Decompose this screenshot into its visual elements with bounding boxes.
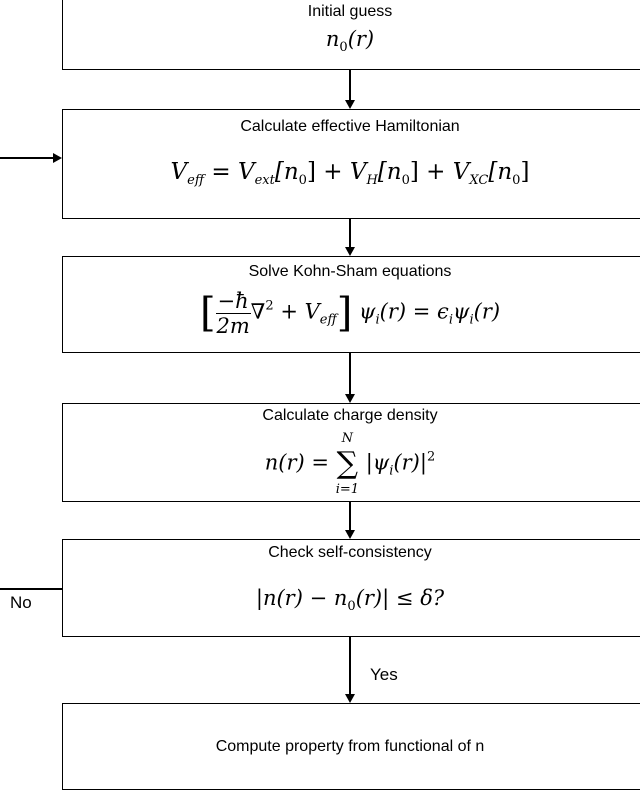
arrow-hamiltonian-to-kohn-sham [349, 219, 351, 249]
charge-density-label: Calculate charge density [262, 407, 438, 424]
kohn-sham-label: Solve Kohn-Sham equations [248, 263, 452, 280]
charge-density-box: Calculate charge density n(r) = N∑i=1 |ψ… [62, 403, 640, 502]
self-consistency-box: Check self-consistency |n(r) − n0(r)| ≤ … [62, 539, 640, 637]
arrow-initial-to-hamiltonian [349, 70, 351, 102]
no-branch-line [0, 588, 62, 590]
initial-guess-equation: n0(r) [325, 27, 375, 55]
arrow-consistency-to-compute [349, 637, 351, 695]
initial-guess-box: Initial guess n0(r) [62, 0, 640, 70]
arrow-head-icon [345, 694, 355, 703]
arrow-head-icon [53, 153, 62, 163]
self-consistency-label: Check self-consistency [268, 544, 432, 561]
hamiltonian-equation: Veff = Vext[n0] + VH[n0] + VXC[n0] [170, 159, 530, 188]
arrow-head-icon [345, 247, 355, 256]
hamiltonian-label: Calculate effective Hamiltonian [240, 118, 460, 135]
charge-density-equation: n(r) = N∑i=1 |ψi(r)|2 [264, 431, 436, 497]
compute-property-box: Compute property from functional of n [62, 703, 640, 790]
hamiltonian-box: Calculate effective Hamiltonian Veff = V… [62, 109, 640, 219]
self-consistency-equation: |n(r) − n0(r)| ≤ δ? [255, 586, 445, 614]
arrow-kohn-sham-to-charge [349, 353, 351, 395]
no-label: No [10, 593, 32, 612]
initial-guess-label: Initial guess [307, 3, 393, 20]
compute-property-label: Compute property from functional of n [215, 738, 485, 755]
arrow-head-icon [345, 100, 355, 109]
feedback-arrow-line [0, 157, 54, 159]
arrow-head-icon [345, 530, 355, 539]
arrow-charge-to-consistency [349, 502, 351, 532]
arrow-head-icon [345, 394, 355, 403]
yes-label: Yes [370, 665, 398, 684]
